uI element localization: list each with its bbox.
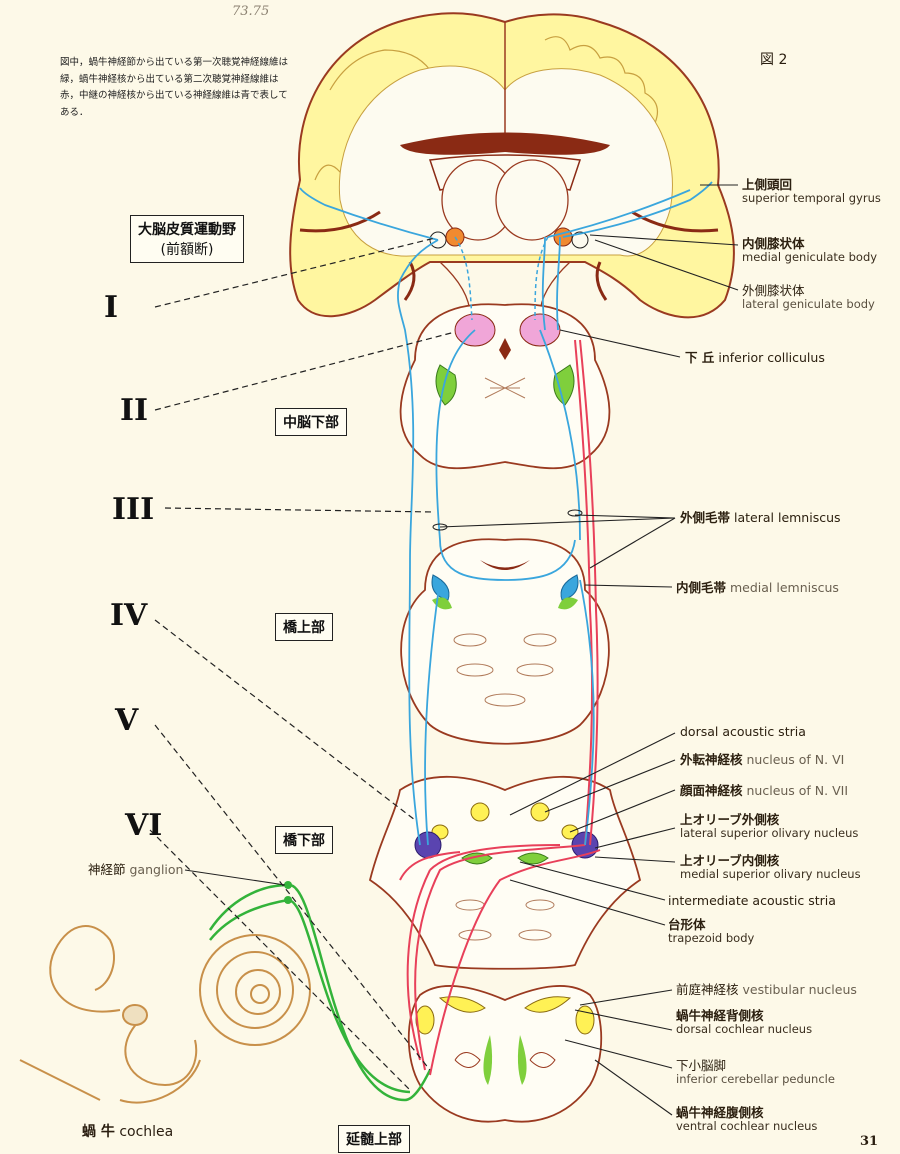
label-ganglion: 神経節 ganglion <box>88 862 183 877</box>
label-facial-en: nucleus of N. VII <box>747 783 849 798</box>
label-trapezoid-jp: 台形体 <box>668 917 706 932</box>
level-v: II <box>120 393 148 428</box>
lemniscus-rings <box>433 510 582 530</box>
label-vestibular-jp: 前庭神経核 <box>676 982 739 997</box>
cerebrum-section <box>290 13 734 317</box>
label-dorsal-acoustic-stria: dorsal acoustic stria <box>680 724 806 739</box>
lower-pons-section-box: 橋下部 <box>275 826 333 854</box>
label-lgb-jp: 外側膝状体 <box>742 283 805 298</box>
label-cochlea: 蝸 牛 cochlea <box>82 1124 173 1141</box>
midbrain-section-box: 中脳下部 <box>275 408 347 436</box>
label-cochlea-jp: 蝸 牛 <box>82 1124 115 1140</box>
label-mso-en: medial superior olivary nucleus <box>680 868 861 882</box>
label-inferior-colliculus-jp: 下 丘 <box>685 350 714 365</box>
level-iv: III <box>112 492 154 527</box>
label-trapezoid-en: trapezoid body <box>668 932 754 946</box>
label-dcn-jp: 蝸牛神経背側核 <box>676 1008 764 1023</box>
label-trapezoid-body: 台形体 trapezoid body <box>668 917 754 946</box>
label-mso-jp: 上オリーブ内側核 <box>680 853 779 868</box>
page-number: 31 <box>860 1134 878 1149</box>
cortex-section-box: 大脳皮質運動野 (前額断) <box>130 215 244 263</box>
upper-medulla-section-box: 延髄上部 <box>338 1125 410 1153</box>
label-facial-nucleus: 顔面神経核 nucleus of N. VII <box>680 783 848 798</box>
level-i: VI <box>125 808 162 843</box>
cochlea-drawing <box>20 926 310 1103</box>
label-medial-geniculate-body: 内側膝状体 medial geniculate body <box>742 236 877 265</box>
label-ventral-cochlear-nucleus: 蝸牛神経腹側核 ventral cochlear nucleus <box>676 1105 817 1134</box>
cortex-section-title: 大脳皮質運動野 <box>138 222 236 238</box>
label-ganglion-jp: 神経節 <box>88 862 126 877</box>
label-dorsal-cochlear-nucleus: 蝸牛神経背側核 dorsal cochlear nucleus <box>676 1008 812 1037</box>
label-vestibular-nucleus: 前庭神経核 vestibular nucleus <box>676 982 857 997</box>
label-medial-lemniscus-jp: 内側毛帯 <box>676 580 726 595</box>
primary-fibers-green <box>210 885 430 1100</box>
label-superior-temporal-gyrus-en: superior temporal gyrus <box>742 192 881 206</box>
label-inferior-colliculus-en: inferior colliculus <box>718 350 825 365</box>
level-ii: V <box>115 703 138 738</box>
label-medial-lemniscus: 内側毛帯 medial lemniscus <box>676 580 839 595</box>
label-cochlea-en: cochlea <box>119 1124 173 1140</box>
label-lateral-superior-olive: 上オリーブ外側核 lateral superior olivary nucleu… <box>680 812 858 841</box>
label-lateral-lemniscus: 外側毛帯 lateral lemniscus <box>680 510 841 525</box>
label-mgb-en: medial geniculate body <box>742 251 877 265</box>
label-vestibular-en: vestibular nucleus <box>743 982 857 997</box>
label-lateral-lemniscus-jp: 外側毛帯 <box>680 510 730 525</box>
label-lateral-geniculate-body: 外側膝状体 lateral geniculate body <box>742 283 875 312</box>
label-vcn-en: ventral cochlear nucleus <box>676 1120 817 1134</box>
label-ganglion-en: ganglion <box>130 862 184 877</box>
label-intermediate-acoustic-stria: intermediate acoustic stria <box>668 893 836 908</box>
label-abducens-nucleus: 外転神経核 nucleus of N. VI <box>680 752 844 767</box>
label-abducens-jp: 外転神経核 <box>680 752 743 767</box>
upper-pons-section-box: 橋上部 <box>275 613 333 641</box>
label-superior-temporal-gyrus-jp: 上側頭回 <box>742 177 792 192</box>
level-vi: I <box>104 290 118 325</box>
label-inferior-colliculus: 下 丘 inferior colliculus <box>685 350 825 365</box>
label-superior-temporal-gyrus: 上側頭回 superior temporal gyrus <box>742 177 881 206</box>
label-medial-superior-olive: 上オリーブ内側核 medial superior olivary nucleus <box>680 853 861 882</box>
label-icp-en: inferior cerebellar peduncle <box>676 1073 835 1087</box>
label-lso-jp: 上オリーブ外側核 <box>680 812 779 827</box>
cortex-section-subtitle: (前額断) <box>161 242 214 258</box>
label-vcn-jp: 蝸牛神経腹側核 <box>676 1105 764 1120</box>
label-icp-jp: 下小脳脚 <box>676 1058 726 1073</box>
label-facial-jp: 顔面神経核 <box>680 783 743 798</box>
label-dcn-en: dorsal cochlear nucleus <box>676 1023 812 1037</box>
label-mgb-jp: 内側膝状体 <box>742 236 805 251</box>
level-iii: IV <box>110 598 147 633</box>
figure-label: 図 2 <box>760 52 787 69</box>
upper-medulla-section <box>409 986 602 1122</box>
label-lateral-lemniscus-en: lateral lemniscus <box>734 510 841 525</box>
label-inferior-cerebellar-peduncle: 下小脳脚 inferior cerebellar peduncle <box>676 1058 835 1087</box>
figure-caption: 図中，蝸牛神経節から出ている第一次聴覚神経線維は緑，蝸牛神経核から出ている第二次… <box>60 55 290 122</box>
handwritten-note: 73.75 <box>232 4 269 20</box>
label-lso-en: lateral superior olivary nucleus <box>680 827 858 841</box>
label-medial-lemniscus-en: medial lemniscus <box>730 580 839 595</box>
label-abducens-en: nucleus of N. VI <box>747 752 845 767</box>
label-lgb-en: lateral geniculate body <box>742 298 875 312</box>
